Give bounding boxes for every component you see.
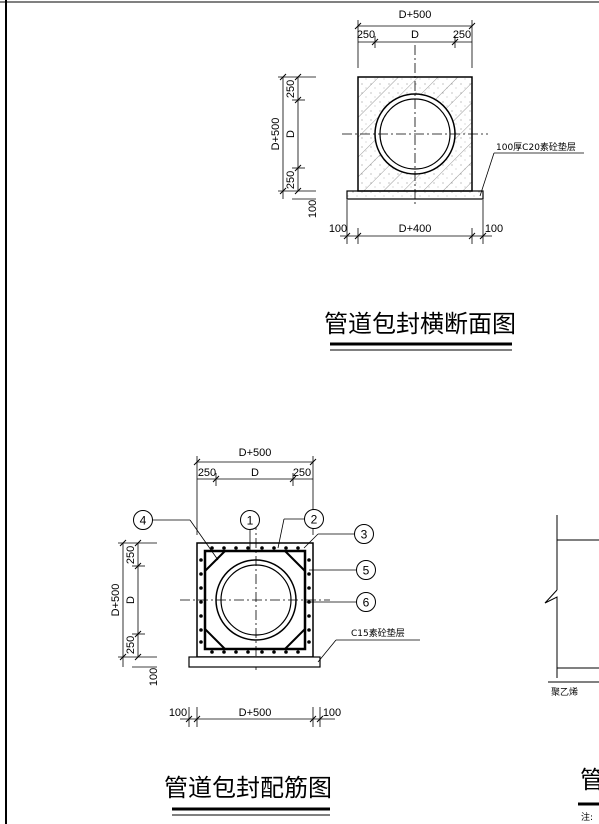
dim-base-right: 100 [485,223,503,235]
dim-height-mid: D [285,130,297,138]
base-bedding-2 [188,656,321,668]
polyethylene-label: 聚乙烯 [551,686,578,698]
right-cut-off-drawing: 聚乙烯 管 注: [544,515,599,823]
rebar-dots [199,546,311,654]
dim-height-top: 250 [285,80,297,98]
svg-text:6: 6 [363,596,370,610]
dim-base-thickness: 100 [307,200,319,218]
dim-base-thickness-2: 100 [148,668,160,686]
callout-5: 5 [309,560,376,580]
dim-base-left-2: 100 [169,707,187,719]
corner-bar-br [284,628,306,650]
dim-width-top-2: D+500 [239,447,272,459]
dim-side-right: 250 [453,29,471,41]
callout-3: 3 [303,524,374,549]
callout-6: 6 [305,592,376,612]
corner-bar-tr [284,550,306,572]
cross-section-drawing: D+500 250 D 250 D+500 250 D 250 100 100 [270,9,584,351]
callout-1: 1 [240,510,260,551]
dim-height-mid-2: D [125,596,137,604]
cross-section-title: 管道包封横断面图 [324,310,516,338]
dim-width-top: D+500 [399,9,432,21]
dim-side-right-2: 250 [293,467,311,479]
svg-text:1: 1 [247,514,254,528]
dim-base-width-2: D+500 [239,707,272,719]
dim-base-width: D+400 [399,223,432,235]
note-fragment: 注: [581,811,593,823]
dim-middle-2: D [251,467,259,479]
dim-side-left: 250 [357,29,375,41]
dim-side-left-2: 250 [198,467,216,479]
reinforcement-drawing: D+500 250 D 250 D+500 250 D 250 100 100 [110,447,420,816]
bedding-note-2: C15素砼垫层 [351,627,405,639]
reinforcement-title: 管道包封配筋图 [164,774,332,802]
dim-height-bottom: 250 [285,171,297,189]
corner-bar-bl [204,628,226,650]
right-title-fragment: 管 [580,766,599,794]
dim-base-left: 100 [329,223,347,235]
corner-bar-tl [204,550,226,572]
dim-base-right-2: 100 [323,707,341,719]
dim-middle: D [411,29,419,41]
svg-text:4: 4 [140,514,147,528]
callout-4: 4 [133,510,219,561]
svg-text:2: 2 [311,513,318,527]
dim-height-total: D+500 [270,118,282,151]
dim-height-total-2: D+500 [110,584,122,617]
dim-height-top-2: 250 [125,546,137,564]
bedding-note: 100厚C20素砼垫层 [496,141,576,153]
base-bedding [346,190,484,200]
callout-2: 2 [277,509,324,549]
svg-text:5: 5 [363,564,370,578]
svg-text:3: 3 [361,528,368,542]
dim-height-bottom-2: 250 [125,636,137,654]
